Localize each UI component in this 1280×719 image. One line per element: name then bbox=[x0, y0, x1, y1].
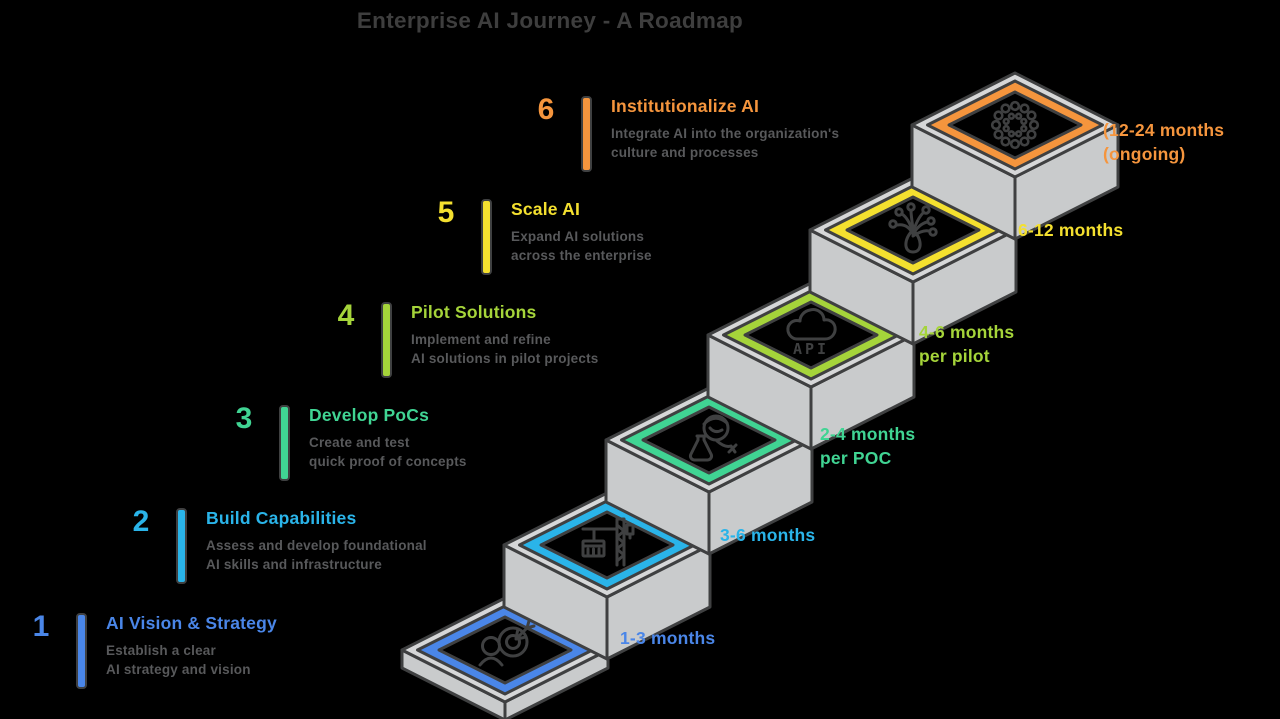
platform-step-6 bbox=[910, 71, 1120, 241]
step-6-description: Integrate AI into the organization's cul… bbox=[611, 126, 840, 161]
dot-cluster-icon bbox=[990, 100, 1040, 150]
api-cloud-icon: API bbox=[786, 308, 837, 358]
step-4-description: Implement and refine AI solutions in pil… bbox=[411, 332, 599, 367]
timeline-step-6: (12-24 months(ongoing) bbox=[1103, 120, 1225, 164]
step-tile-center bbox=[641, 405, 777, 475]
step-1-label-block: 1 AI Vision & Strategy Establish a clear… bbox=[22, 612, 277, 689]
step-4-title: Pilot Solutions bbox=[411, 302, 537, 322]
step-5-title: Scale AI bbox=[511, 199, 581, 219]
timeline-step-1: 1-3 months bbox=[620, 628, 716, 648]
step-3-label-block: 3 Develop PoCs Create and test quick pro… bbox=[225, 404, 467, 481]
step-tile-center bbox=[743, 300, 879, 370]
page-title: Enterprise AI Journey - A Roadmap bbox=[356, 8, 744, 33]
growth-network-icon bbox=[888, 202, 938, 254]
step-2-title: Build Capabilities bbox=[206, 508, 357, 528]
step-2-number: 2 bbox=[132, 505, 150, 538]
step-6-label-block: 6 Institutionalize AI Integrate AI into … bbox=[527, 95, 839, 172]
timeline-step-5: 6-12 months bbox=[1018, 220, 1124, 240]
step-1-color-bar bbox=[76, 613, 87, 689]
timeline-step-2: 3-6 months bbox=[720, 525, 816, 545]
step-3-description: Create and test quick proof of concepts bbox=[309, 435, 467, 470]
vision-target-icon bbox=[478, 619, 536, 667]
step-1-description: Establish a clear AI strategy and vision bbox=[106, 643, 251, 678]
step-4-number: 4 bbox=[337, 299, 355, 332]
step-6-title: Institutionalize AI bbox=[611, 96, 760, 116]
step-6-color-bar bbox=[581, 96, 592, 172]
scientist-flask-icon bbox=[689, 414, 738, 462]
step-4-label-block: 4 Pilot Solutions Implement and refine A… bbox=[327, 301, 599, 378]
step-6-number: 6 bbox=[537, 93, 555, 126]
step-1-title: AI Vision & Strategy bbox=[106, 613, 277, 633]
step-5-description: Expand AI solutions across the enterpris… bbox=[511, 229, 652, 264]
step-tile-center bbox=[947, 90, 1083, 160]
step-5-color-bar bbox=[481, 199, 492, 275]
step-2-description: Assess and develop foundational AI skill… bbox=[206, 538, 427, 573]
step-3-color-bar bbox=[279, 405, 290, 481]
step-5-number: 5 bbox=[437, 196, 455, 229]
step-3-title: Develop PoCs bbox=[309, 405, 430, 425]
step-1-number: 1 bbox=[32, 610, 50, 643]
step-5-label-block: 5 Scale AI Expand AI solutions across th… bbox=[427, 198, 652, 275]
step-2-color-bar bbox=[176, 508, 187, 584]
step-3-number: 3 bbox=[235, 402, 253, 435]
construction-crane-icon bbox=[581, 517, 635, 567]
step-2-label-block: 2 Build Capabilities Assess and develop … bbox=[122, 507, 427, 584]
step-tile-center bbox=[437, 615, 573, 685]
step-tile-center bbox=[539, 510, 675, 580]
api-label: API bbox=[793, 340, 829, 358]
step-4-color-bar bbox=[381, 302, 392, 378]
